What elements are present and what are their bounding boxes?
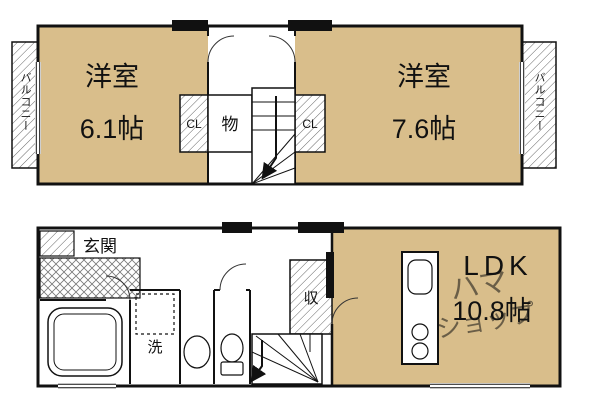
entrance-porch	[39, 230, 75, 257]
stove-burner	[411, 342, 429, 360]
stairs-upper-arrow	[261, 96, 278, 180]
ldk-room	[332, 228, 560, 386]
stove-burner	[411, 323, 429, 341]
wall-block	[326, 252, 334, 298]
kitchen-sink	[407, 259, 433, 295]
toilet-door-arc	[219, 263, 247, 291]
storage-shu	[289, 259, 333, 335]
wall-block	[222, 222, 252, 233]
bathroom-door-arc	[105, 275, 131, 301]
ldk-size: 10.8帖	[452, 296, 532, 326]
upper-floor: バルコニー バルコニー CL	[11, 20, 557, 186]
washing-machine	[135, 293, 175, 335]
bedroom-right-door-arc	[268, 35, 296, 63]
balcony-right	[521, 41, 557, 169]
window-right	[519, 62, 525, 154]
wall-block	[298, 222, 344, 233]
ldk-door-arc	[331, 297, 359, 325]
stairs-lower-arrow	[250, 340, 267, 383]
entrance-area	[39, 257, 141, 299]
vanity-sink	[183, 335, 211, 369]
wall-block	[172, 20, 208, 31]
bedroom-right-label: 洋室	[397, 62, 451, 92]
storage-mono	[207, 94, 253, 153]
closet-right-label: CL	[302, 117, 318, 131]
storage-mono-label: 物	[222, 115, 239, 134]
closet-left-label: CL	[186, 117, 202, 131]
wall-block	[288, 20, 332, 31]
entrance-label: 玄関	[83, 237, 117, 256]
bedroom-left-label: 洋室	[85, 62, 139, 92]
storage-shu-label: 収	[303, 290, 318, 307]
lower-floor: 玄関 洗 収	[36, 222, 562, 389]
bathtub	[47, 307, 123, 377]
laundry-room: 洗	[130, 289, 181, 384]
bathtub-inner	[53, 313, 117, 371]
closet-left	[179, 94, 209, 153]
toilet-room	[213, 263, 251, 384]
bathroom	[40, 275, 131, 384]
stairs-lower	[250, 333, 323, 385]
laundry-label: 洗	[147, 339, 162, 356]
balcony-left	[11, 41, 39, 169]
toilet-bowl	[220, 333, 244, 363]
toilet-tank	[220, 361, 244, 376]
window-ldk-bottom	[430, 383, 530, 389]
bedroom-right-size: 7.6帖	[392, 114, 457, 144]
balcony-left-label: バルコニー	[19, 72, 32, 132]
ldk-label: LDK	[463, 250, 532, 281]
bedroom-left-size: 6.1帖	[80, 114, 145, 144]
window-bath-bottom	[58, 383, 116, 389]
kitchen-counter	[401, 251, 439, 365]
balcony-right-label: バルコニー	[533, 72, 546, 132]
window-left	[35, 62, 41, 154]
bedroom-right	[295, 26, 522, 184]
stairs-upper	[251, 87, 296, 185]
bedroom-left-door-arc	[207, 35, 235, 63]
